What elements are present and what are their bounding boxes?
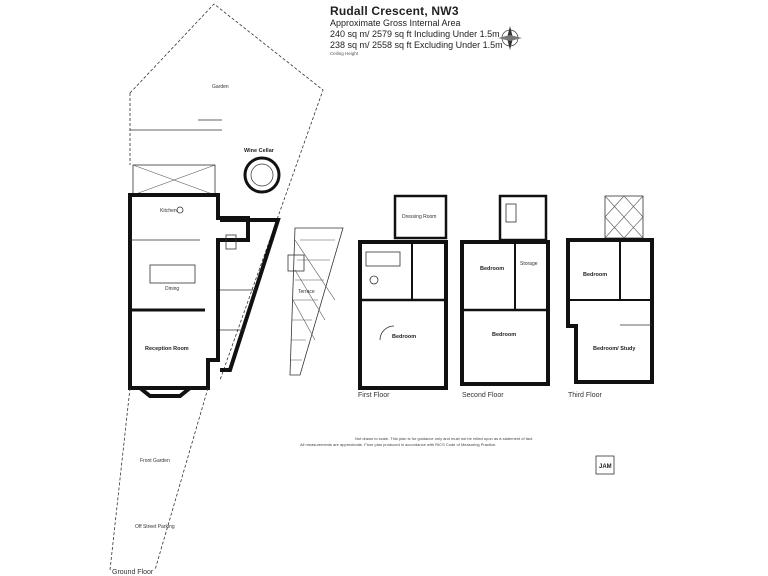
bedroom-study-label: Bedroom/ Study <box>593 346 636 352</box>
second-floor-plan: Bedroom Bedroom Storage Second Floor <box>460 194 550 399</box>
footer-note-2: All measurements are approximate. Floor … <box>300 442 496 447</box>
garden-top-label: Garden <box>212 84 229 90</box>
wine-cellar: Wine Cellar <box>243 148 281 194</box>
agency-logo: JAM <box>595 455 615 475</box>
first-floor-plan: Dressing Room Bedroom First Floor <box>358 194 448 399</box>
ceiling-note: Ceiling Height <box>330 51 359 56</box>
dining-label: Dining <box>165 286 179 292</box>
footer-note-1: Not drawn to scale. This plan is for gui… <box>355 436 533 441</box>
third-floor-label: Third Floor <box>568 392 603 399</box>
garden-boundary <box>129 3 324 381</box>
kitchen-label: Kitchen <box>160 208 177 214</box>
terrace-label: Terrace <box>298 289 315 295</box>
dressing-label: Dressing Room <box>402 214 436 220</box>
bedroom4-label: Bedroom <box>583 272 607 278</box>
front-garden-label: Front Garden <box>140 458 170 464</box>
wine-cellar-label: Wine Cellar <box>244 148 275 154</box>
bedroom1-label: Bedroom <box>392 334 416 340</box>
bedroom2-label: Bedroom <box>480 266 504 272</box>
area-excluding: 238 sq m/ 2558 sq ft Excluding Under 1.5… <box>330 40 503 50</box>
plan-header: Rudall Crescent, NW3 Approximate Gross I… <box>330 4 560 56</box>
storage-label: Storage <box>520 261 538 267</box>
second-floor-label: Second Floor <box>462 392 504 399</box>
property-title: Rudall Crescent, NW3 <box>330 4 459 18</box>
ground-floor-label: Ground Floor <box>112 569 154 576</box>
area-including: 240 sq m/ 2579 sq ft Including Under 1.5… <box>330 29 500 39</box>
svg-text:JAM: JAM <box>599 464 612 470</box>
area-heading: Approximate Gross Internal Area <box>330 18 461 28</box>
ground-floor-plan: Kitchen Dining Reception Room Ground Flo… <box>112 164 281 576</box>
compass-icon <box>498 26 522 50</box>
terrace: Terrace <box>287 227 344 376</box>
front-garden-boundary <box>109 387 131 571</box>
first-floor-label: First Floor <box>358 392 390 399</box>
bedroom3-label: Bedroom <box>492 332 516 338</box>
third-floor-plan: Bedroom Bedroom/ Study Third Floor <box>566 195 654 399</box>
reception-label: Reception Room <box>145 346 189 352</box>
off-street-label: Off Street Parking <box>135 524 175 530</box>
